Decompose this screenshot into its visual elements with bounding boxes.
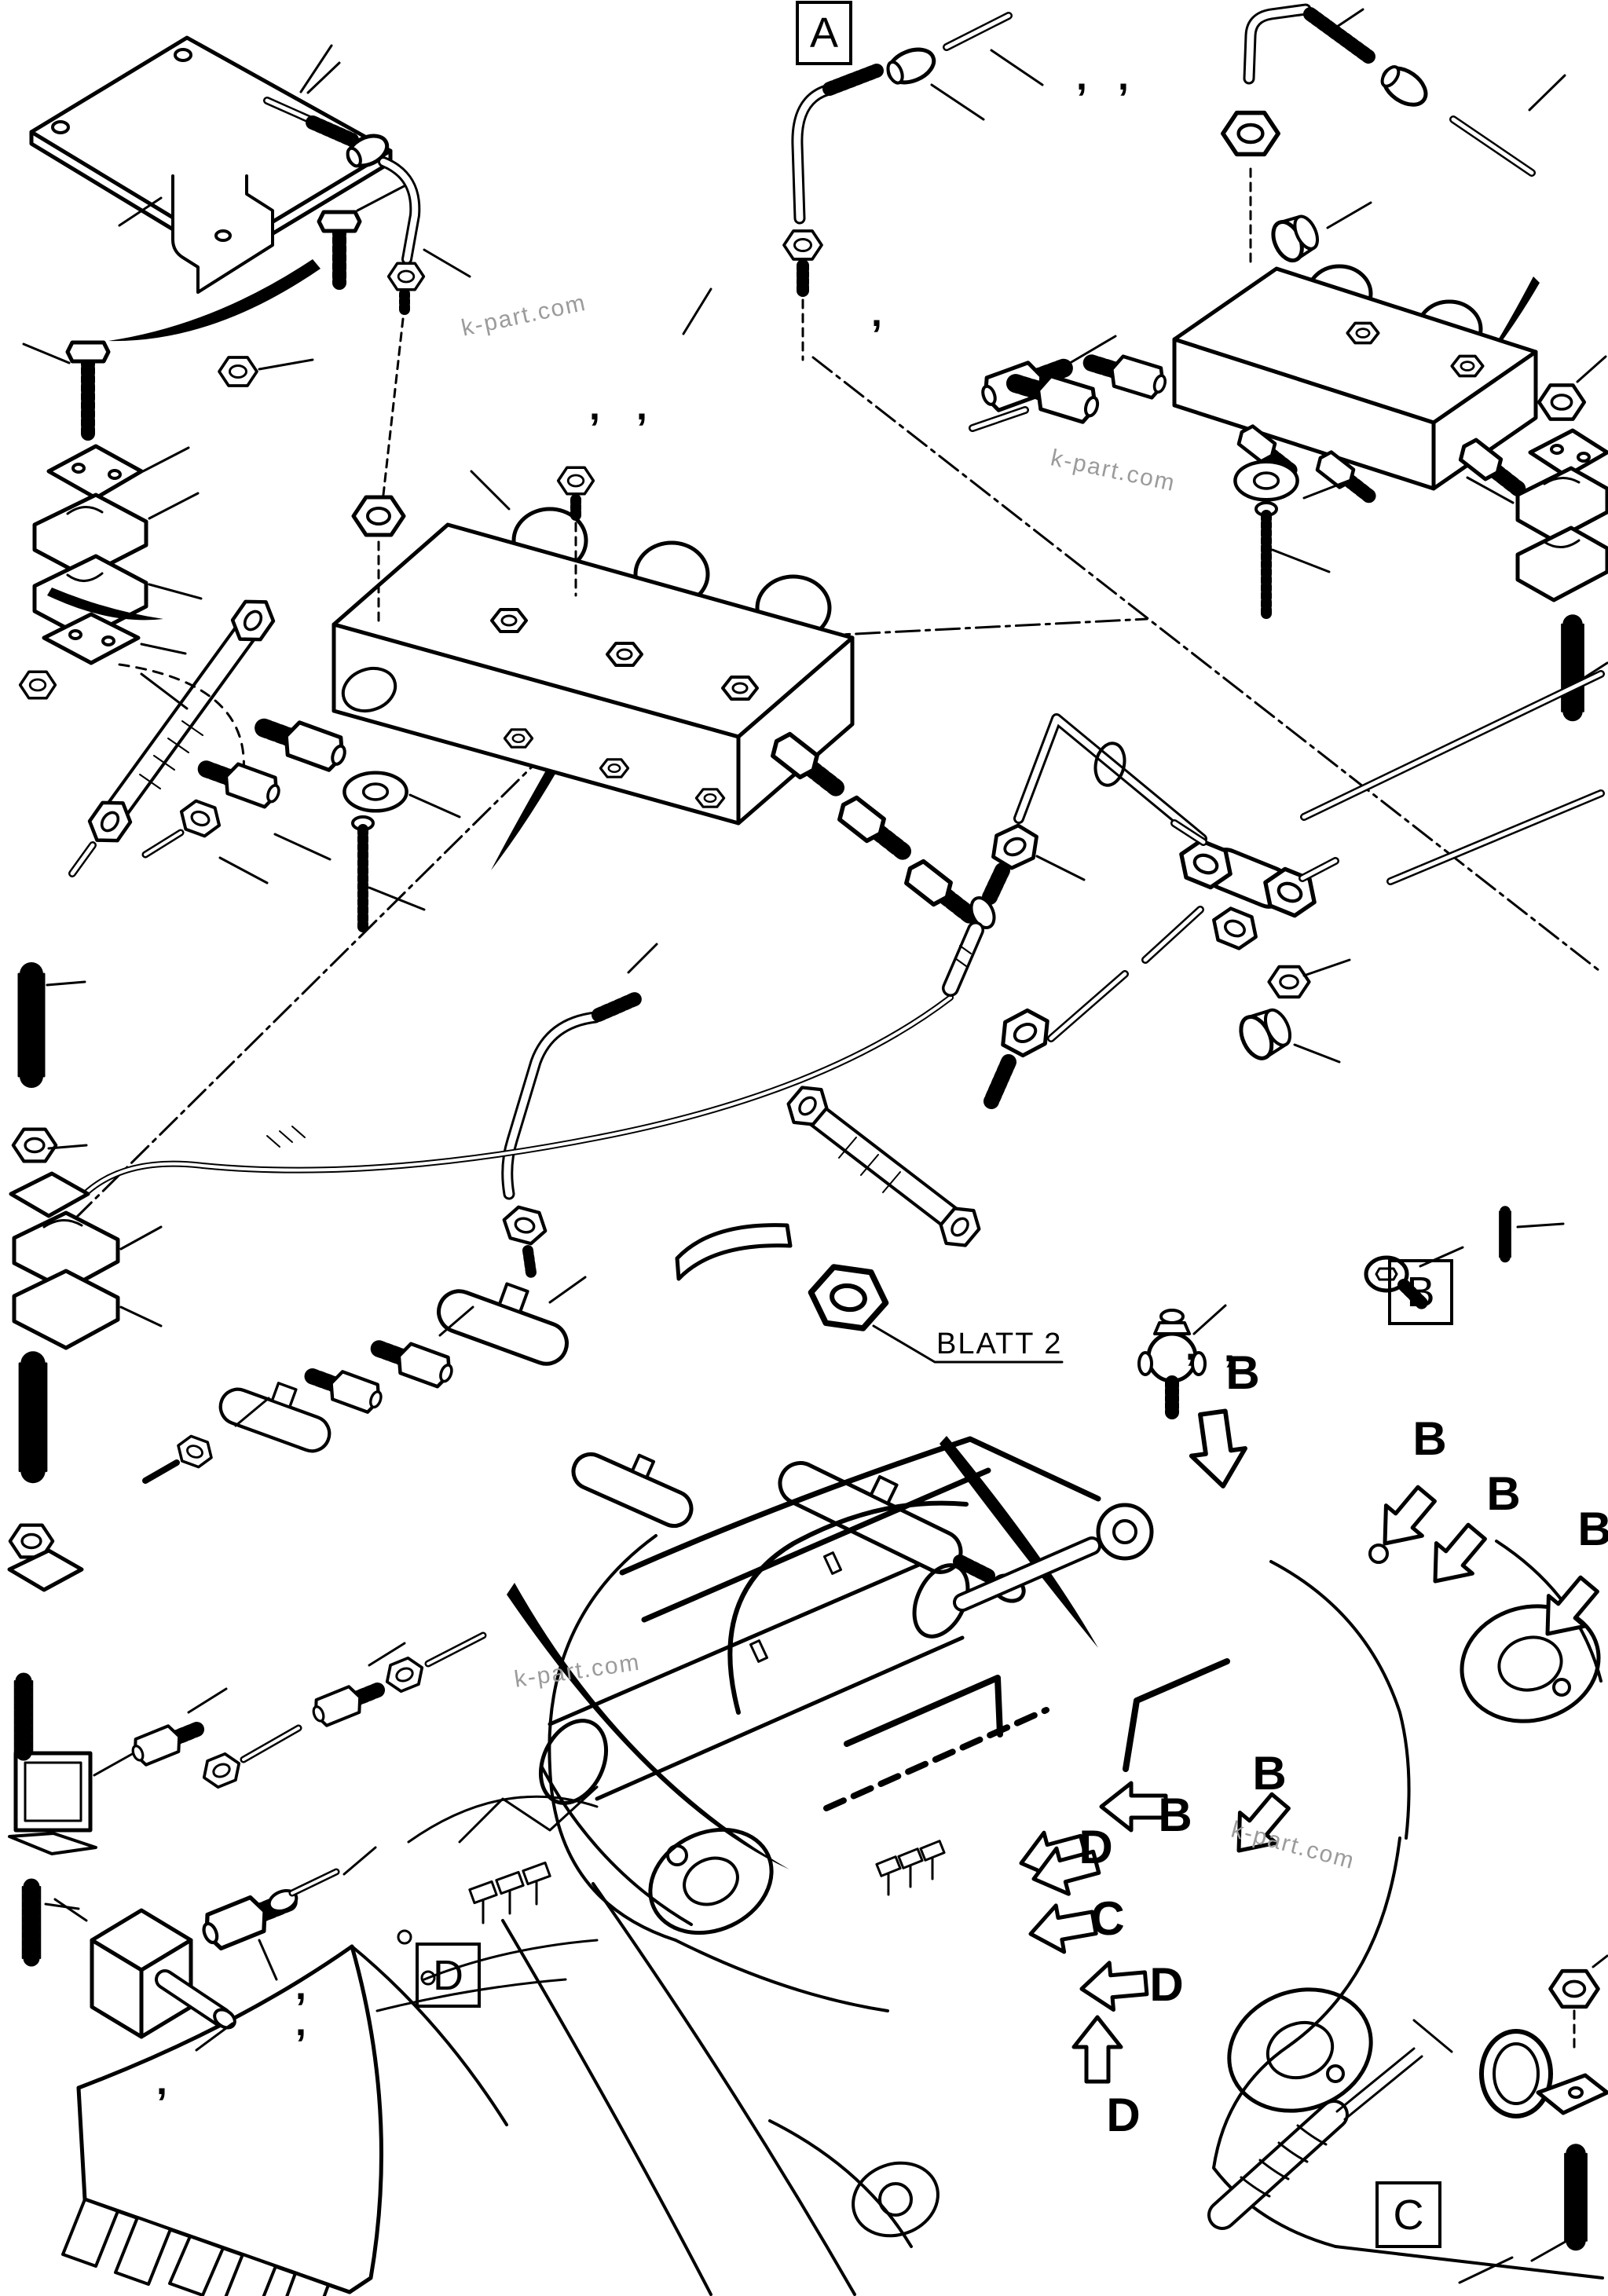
view-letter-c: C	[1090, 1892, 1125, 1945]
part-number-mark: ,	[1118, 54, 1129, 98]
view-letter-b: B	[1486, 1467, 1521, 1520]
view-letter-b: B	[1252, 1747, 1287, 1800]
swoosh-arrows	[47, 259, 1540, 1869]
blatt-callout-parts	[807, 1211, 1565, 1364]
bolt	[65, 340, 111, 441]
elbow-group-a	[263, 12, 1044, 496]
part-number-mark: ,	[871, 291, 882, 335]
watermark: k-part.com	[1228, 1816, 1358, 1875]
clamp-set-right	[1466, 355, 1608, 712]
excavator-arm	[375, 1436, 1604, 2280]
part-number-mark: ,	[1076, 54, 1087, 98]
part-number-mark: ,	[589, 384, 600, 428]
view-letter-b: B	[1225, 1346, 1260, 1399]
part-number-mark: ,	[1185, 1324, 1196, 1368]
braided-hose-left	[68, 592, 280, 877]
part-number-mark: ,	[156, 2059, 167, 2103]
part-number-mark: ,	[295, 2000, 306, 2044]
central-manifold	[141, 287, 1117, 927]
tee-and-pipes-right	[983, 670, 1605, 1109]
watermark: k-part.com	[1048, 445, 1178, 497]
view-letter-d: D	[1149, 1958, 1184, 2011]
clamp-set-left-top	[18, 444, 203, 700]
cover-plate-assembly	[22, 35, 410, 441]
view-letter-b: B	[1412, 1412, 1447, 1465]
part-number-mark: ,	[636, 384, 647, 428]
boxed-label-a: A	[796, 1, 852, 65]
part-number-mark: ,	[1224, 1326, 1235, 1370]
boxed-label-d: D	[416, 1943, 481, 2008]
view-letter-d: D	[1106, 2089, 1141, 2141]
boxed-label-c: C	[1375, 2181, 1441, 2248]
boxed-label-b: B	[1388, 1259, 1453, 1325]
watermark: k-part.com	[459, 289, 589, 342]
right-manifold	[969, 3, 1566, 622]
left-lower-hardware	[9, 974, 487, 1855]
hose-clamp-c	[1207, 1954, 1608, 2284]
sheet-callout: BLATT 2	[936, 1327, 1063, 1360]
view-letter-b: B	[1158, 1789, 1192, 1841]
long-hose-and-tube	[82, 713, 1207, 1197]
part-number-mark: ,	[295, 1964, 306, 2008]
bolt	[317, 210, 362, 290]
view-letter-b: B	[1577, 1503, 1608, 1555]
bucket-assembly	[23, 1846, 856, 2296]
watermark: k-part.com	[512, 1649, 643, 1693]
view-letter-d: D	[1079, 1821, 1113, 1873]
